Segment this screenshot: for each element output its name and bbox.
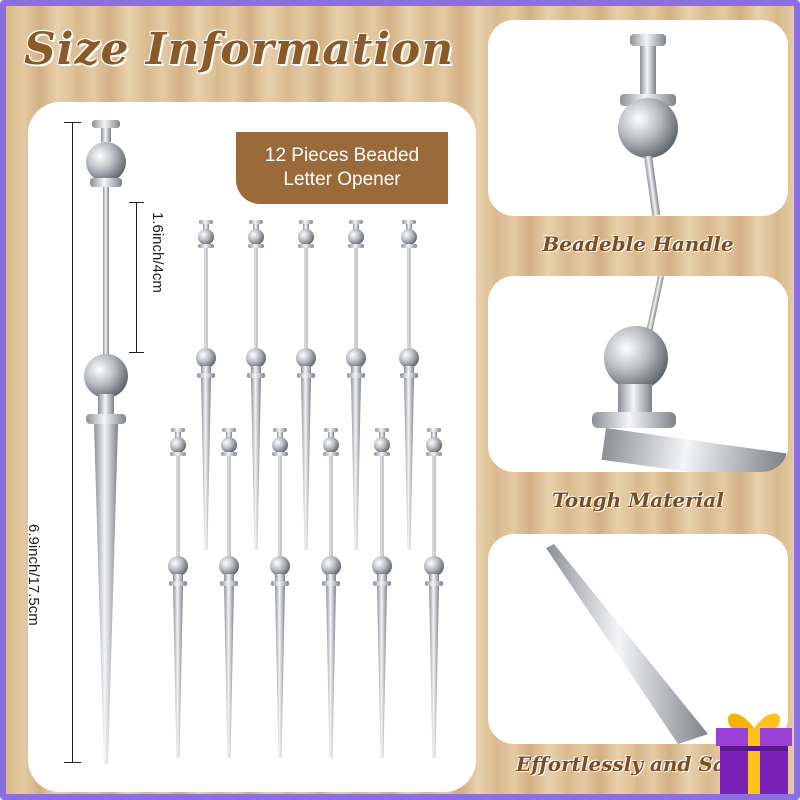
small-openers-grid	[168, 220, 444, 758]
product-badge: 12 Pieces Beaded Letter Opener	[236, 132, 448, 204]
caption-material: Tough Material	[552, 488, 724, 512]
gift-box-icon	[716, 713, 792, 794]
handle-dimension-cap-top	[129, 202, 144, 203]
handle-closeup-illustration	[618, 34, 678, 216]
large-opener-illustration	[84, 120, 128, 764]
caption-handle: Beadeble Handle	[542, 232, 734, 256]
handle-detail-card	[488, 20, 788, 216]
handle-dimension-line	[136, 202, 137, 352]
page-title: Size Information	[24, 24, 455, 75]
total-dimension-cap-top	[64, 122, 81, 123]
tip-detail-card	[488, 534, 788, 744]
total-dimension-label: 6.9inch/17.5cm	[25, 524, 42, 626]
badge-line-2: Letter Opener	[283, 169, 401, 190]
total-dimension-line	[72, 122, 73, 762]
tip-closeup-illustration	[546, 544, 708, 744]
material-detail-card	[488, 276, 788, 472]
caption-effort: Effortlessly and Sa	[516, 752, 726, 776]
badge-line-1: 12 Pieces Beaded	[264, 145, 420, 167]
material-closeup-illustration	[592, 276, 787, 472]
handle-dimension-cap-bottom	[129, 352, 144, 353]
total-dimension-cap-bottom	[64, 762, 81, 763]
